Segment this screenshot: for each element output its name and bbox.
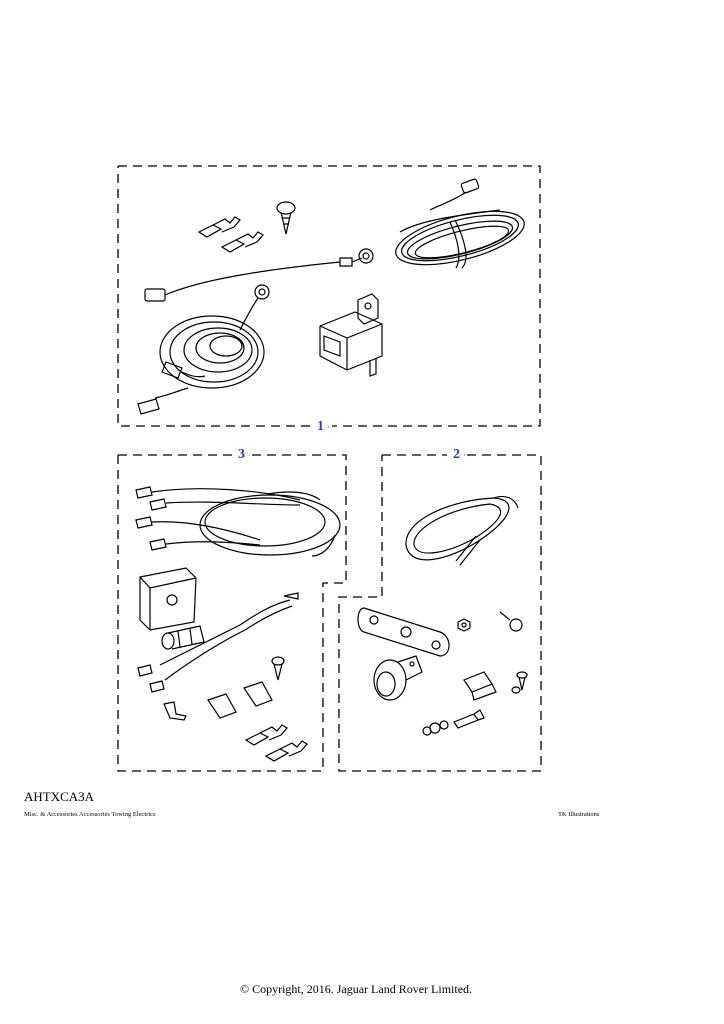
spade-terminals-icon: [197, 216, 264, 253]
kit-2-boundary: [338, 454, 542, 772]
coiled-cable-icon: [395, 178, 525, 269]
wiring-harness-icon: [135, 486, 341, 557]
callout-kit-3[interactable]: 3·: [238, 447, 251, 462]
callout-kit-1-label: 1: [317, 419, 324, 434]
illustration-code: AHTXCA3A: [24, 789, 95, 804]
screw-icon: [276, 201, 296, 235]
vendor-credit: TK Illustrations: [558, 811, 600, 818]
socket-housing-icon: [139, 567, 197, 631]
harness-lead-icon: [137, 592, 299, 693]
cable-clips-icon: [163, 681, 273, 721]
kit-3-boundary: [117, 454, 347, 772]
copyright-notice: © Copyright, 2016. Jaguar Land Rover Lim…: [239, 982, 473, 996]
bolt-washers-icon: [422, 709, 485, 736]
callout-kit-2-label: 2: [453, 447, 460, 462]
coiled-harness-icon: [137, 284, 270, 415]
callout-kit-2[interactable]: 2·: [453, 447, 466, 462]
relay-icon: [319, 293, 383, 377]
ring-terminal-icon: [499, 611, 523, 632]
earth-lead-icon: [144, 248, 374, 302]
kit-1-boundary: [117, 165, 541, 427]
kit2-screw-icon: [511, 671, 528, 694]
breadcrumb: Misc. & Accessories Accessories Towing E…: [24, 811, 156, 818]
tow-socket-icon: [373, 655, 423, 701]
kit3-spade-terminals-icon: [244, 724, 308, 762]
small-screw-icon: [271, 656, 285, 681]
mounting-bracket-icon: [357, 607, 450, 657]
cable-loop-icon: [405, 495, 519, 566]
callout-kit-3-label: 3: [238, 447, 245, 462]
callout-kit-1[interactable]: 1·: [317, 419, 330, 434]
nut-icon: [457, 618, 471, 632]
fuse-holder-icon: [161, 625, 205, 650]
bracket-clip-icon: [463, 671, 497, 701]
